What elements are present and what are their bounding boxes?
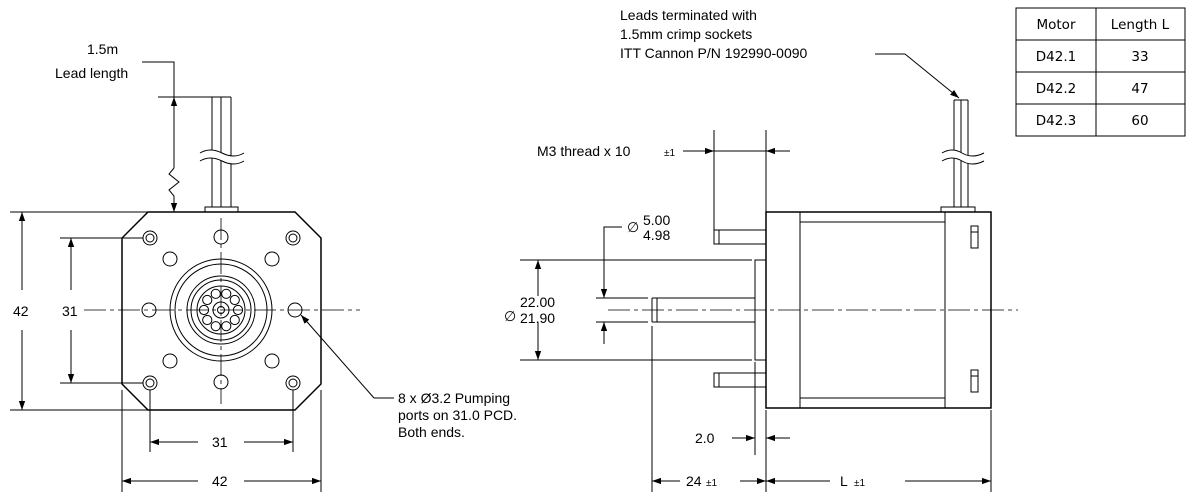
table-cell: 47 (1131, 81, 1148, 97)
thread-note: M3 thread x 10 (537, 143, 631, 159)
ports-note-line-1: 8 x Ø3.2 Pumping (398, 390, 510, 406)
table-cell: 60 (1131, 113, 1148, 129)
table-cell: D42.1 (1036, 49, 1076, 65)
leads-callout: Leads terminated with 1.5mm crimp socket… (620, 7, 960, 99)
bearing-ball (210, 288, 221, 299)
shaft-diameter-symbol: ∅ (627, 219, 639, 235)
bearing-ball (202, 314, 213, 326)
lead-length-label-2: Lead length (55, 65, 128, 81)
table-cell: 33 (1131, 49, 1148, 65)
shaft-diameter-dimension: ∅ 5.00 4.98 (596, 212, 670, 344)
boss-diameter-symbol: ∅ (504, 308, 516, 324)
side-view: Leads terminated with 1.5mm crimp socket… (504, 7, 1018, 492)
leads-note-line-1: Leads terminated with (620, 7, 757, 23)
bearing-ball (210, 321, 221, 332)
lead-length-dimension: 1.5m Lead length (55, 41, 212, 212)
front-width-value: 42 (212, 473, 228, 489)
ports-note-line-3: Both ends. (398, 424, 465, 440)
table-header: Motor (1036, 17, 1075, 33)
flange-gap-value: 2.0 (695, 430, 715, 446)
thread-tolerance: ±1 (664, 148, 675, 159)
front-bolt-height-dimension: 31 (60, 237, 143, 384)
side-lead-wires (939, 99, 986, 213)
shaft-length-tolerance: ±1 (706, 478, 717, 489)
bearing-ball (229, 314, 240, 326)
table-header: Length L (1111, 17, 1170, 33)
front-view: 1.5m Lead length 42 31 31 (10, 41, 517, 492)
bearing-ball (202, 294, 213, 306)
body-length-value: L (840, 473, 848, 489)
body-length-tolerance: ±1 (854, 478, 865, 489)
boss-diameter-upper: 22.00 (520, 294, 555, 310)
body-length-dimension: L ±1 (766, 410, 992, 492)
front-lead-wires (197, 96, 247, 212)
lead-length-label-1: 1.5m (87, 41, 118, 57)
bearing-ball (229, 294, 240, 306)
thread-dimension: M3 thread x 10 ±1 (537, 130, 790, 230)
front-width-dimension: 42 (121, 390, 322, 492)
ports-note-line-2: ports on 31.0 PCD. (398, 407, 517, 423)
table-cell: D42.3 (1036, 113, 1076, 129)
front-bolt-width-dimension: 31 (149, 390, 294, 452)
front-bolt-width-value: 31 (212, 434, 228, 450)
front-bolt-height-value: 31 (62, 303, 78, 319)
leads-note-line-2: 1.5mm crimp sockets (620, 26, 752, 42)
leads-note-line-3: ITT Cannon P/N 192990-0090 (620, 45, 808, 61)
bearing-ball (221, 321, 232, 332)
pumping-ports-callout: 8 x Ø3.2 Pumping ports on 31.0 PCD. Both… (300, 314, 517, 440)
front-body-outline (121, 211, 322, 411)
flange-gap-dimension: 2.0 (695, 362, 790, 492)
shaft-length-value: 24 (686, 473, 702, 489)
shaft-diameter-lower: 4.98 (643, 227, 670, 243)
shaft-diameter-upper: 5.00 (643, 212, 670, 228)
boss-diameter-lower: 21.90 (520, 310, 555, 326)
boss-diameter-dimension: ∅ 22.00 21.90 (504, 259, 752, 361)
bearing-ball (221, 288, 232, 299)
front-height-value: 42 (13, 303, 29, 319)
table-cell: D42.2 (1036, 81, 1076, 97)
thread-studs (713, 229, 767, 388)
front-height-dimension: 42 (10, 211, 148, 411)
shaft-length-dimension: 24 ±1 (651, 326, 766, 492)
pumping-ports (141, 229, 303, 390)
